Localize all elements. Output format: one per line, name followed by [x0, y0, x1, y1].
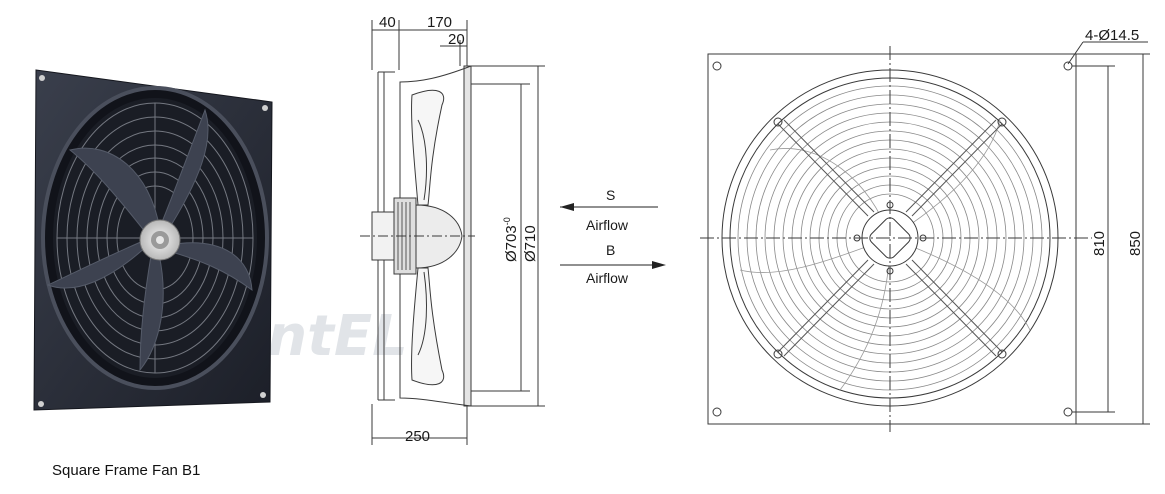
dim-40: 40 — [379, 14, 396, 31]
bolt-icon — [997, 117, 1007, 127]
airflow-b-text: Airflow — [586, 270, 629, 286]
airflow-b-label: B — [606, 242, 615, 258]
dim-810: 810 — [1091, 231, 1108, 256]
holes-label: 4-Ø14.5 — [1085, 27, 1139, 44]
dim-170: 170 — [427, 14, 452, 31]
mount-hole-icon — [712, 407, 722, 417]
caption: Square Frame Fan B1 — [52, 462, 201, 479]
fan-blades — [46, 108, 253, 372]
bolt-icon — [773, 117, 783, 127]
airflow-b — [560, 261, 666, 269]
airflow-s-label: S — [606, 187, 615, 203]
mount-hole-icon — [39, 75, 45, 81]
arrow-left-icon — [560, 203, 574, 211]
bolt-icon — [997, 349, 1007, 359]
front-frame — [707, 53, 1077, 425]
front-view-drawing — [700, 41, 1150, 432]
airflow-s — [560, 203, 658, 211]
side-view-drawing — [360, 20, 545, 445]
bolt-icon — [773, 349, 783, 359]
mount-hole-icon — [260, 392, 266, 398]
fan-photo — [33, 69, 273, 411]
mount-hole-icon — [262, 105, 268, 111]
dim-20: 20 — [448, 31, 465, 48]
airflow-s-text: Airflow — [586, 217, 629, 233]
dim-850: 850 — [1127, 231, 1144, 256]
mount-hole-icon — [712, 61, 722, 71]
arrow-right-icon — [652, 261, 666, 269]
dia-710: Ø710 — [522, 225, 539, 262]
mount-hole-icon — [1063, 407, 1073, 417]
dim-250: 250 — [405, 428, 430, 445]
mount-hole-icon — [38, 401, 44, 407]
dia-703: Ø703-0 — [502, 217, 520, 262]
